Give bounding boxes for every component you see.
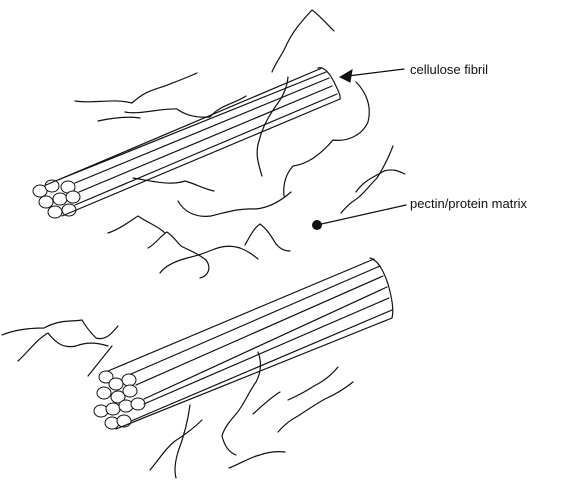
fibril-far-end	[370, 258, 393, 318]
matrix-strand	[341, 146, 393, 213]
callout-cellulose-fibril: cellulose fibril	[340, 62, 488, 82]
matrix-dot-icon	[312, 220, 322, 230]
pointer-line	[317, 205, 406, 225]
microfibril-end	[123, 385, 137, 397]
microfibril-end	[109, 378, 123, 390]
matrix-strand	[178, 192, 291, 216]
microfibril-line	[131, 266, 380, 374]
matrix-strand	[98, 117, 140, 121]
matrix-strand	[125, 96, 246, 117]
matrix-strand	[175, 405, 190, 478]
cellulose-fibril-bundle-upper	[33, 68, 340, 218]
matrix-strand	[278, 382, 353, 432]
matrix-strand	[108, 216, 165, 233]
matrix-strand	[229, 452, 285, 468]
microfibril-end	[62, 204, 76, 216]
matrix-strand	[253, 392, 280, 414]
microfibril-line	[136, 276, 383, 385]
matrix-strand	[245, 224, 290, 251]
microfibril-end	[131, 398, 145, 410]
microfibril-line	[46, 68, 322, 185]
label-pectin-matrix: pectin/protein matrix	[410, 196, 528, 211]
microfibril-end	[106, 403, 120, 415]
microfibril-end	[97, 387, 111, 399]
matrix-strand	[284, 140, 333, 196]
microfibril-end	[48, 206, 62, 218]
microfibril-end	[39, 196, 53, 208]
microfibril-end	[45, 180, 59, 192]
microfibril-end	[53, 193, 67, 205]
label-cellulose-fibril: cellulose fibril	[410, 62, 488, 77]
microfibril-line	[75, 78, 329, 183]
matrix-strand	[356, 170, 405, 192]
matrix-strand	[133, 178, 214, 191]
matrix-strands	[2, 10, 405, 478]
microfibril-line	[144, 287, 387, 399]
arrow-line	[348, 69, 404, 76]
callout-pectin-matrix: pectin/protein matrix	[312, 196, 528, 230]
arrow-head-icon	[340, 70, 352, 82]
matrix-strand	[2, 320, 118, 339]
microfibril-end	[66, 191, 80, 203]
microfibril-line	[144, 298, 389, 404]
microfibril-line	[131, 310, 392, 421]
microfibril-end	[122, 374, 136, 386]
microfibril-line	[79, 86, 332, 192]
matrix-strand	[272, 10, 334, 72]
matrix-strand	[75, 73, 197, 103]
matrix-strand	[288, 367, 338, 400]
microfibril-line	[58, 72, 326, 180]
